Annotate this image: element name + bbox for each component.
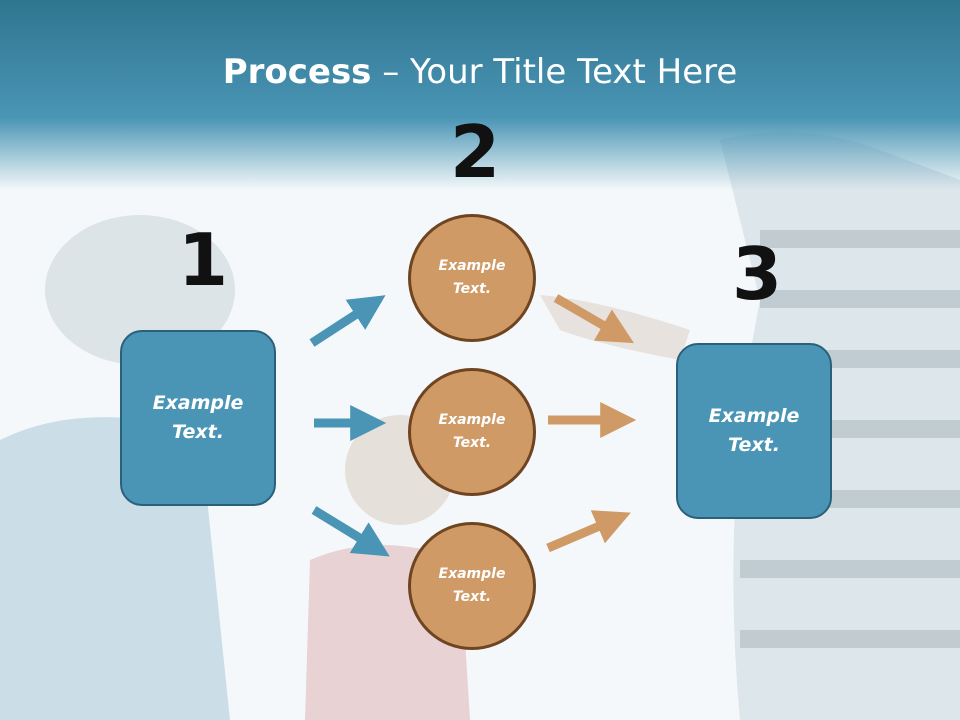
circle-bottom-label: Example Text.	[438, 566, 506, 605]
title-band	[0, 0, 960, 190]
circle-middle-label: Example Text.	[438, 412, 506, 451]
end-box-label: Example Text.	[708, 405, 800, 456]
title-bold: Process	[222, 52, 372, 92]
circle-top-label: Example Text.	[438, 258, 506, 297]
arrow-start-to-bottom	[311, 506, 390, 557]
circle-bottom: Example Text.	[408, 522, 536, 650]
start-box-label: Example Text.	[152, 392, 244, 443]
arrow-top-to-end	[553, 294, 635, 344]
circle-top: Example Text.	[408, 214, 536, 342]
step-number-1: 1	[178, 218, 229, 302]
title-rest: – Your Title Text Here	[371, 52, 738, 92]
end-box: Example Text.	[676, 343, 832, 519]
arrow-bottom-to-end	[546, 510, 631, 553]
start-box: Example Text.	[120, 330, 276, 506]
step-number-2: 2	[450, 110, 501, 194]
circle-middle: Example Text.	[408, 368, 536, 496]
slide-title: Process – Your Title Text Here	[0, 52, 960, 92]
step-number-3: 3	[732, 232, 783, 316]
arrow-start-to-top	[309, 295, 386, 347]
